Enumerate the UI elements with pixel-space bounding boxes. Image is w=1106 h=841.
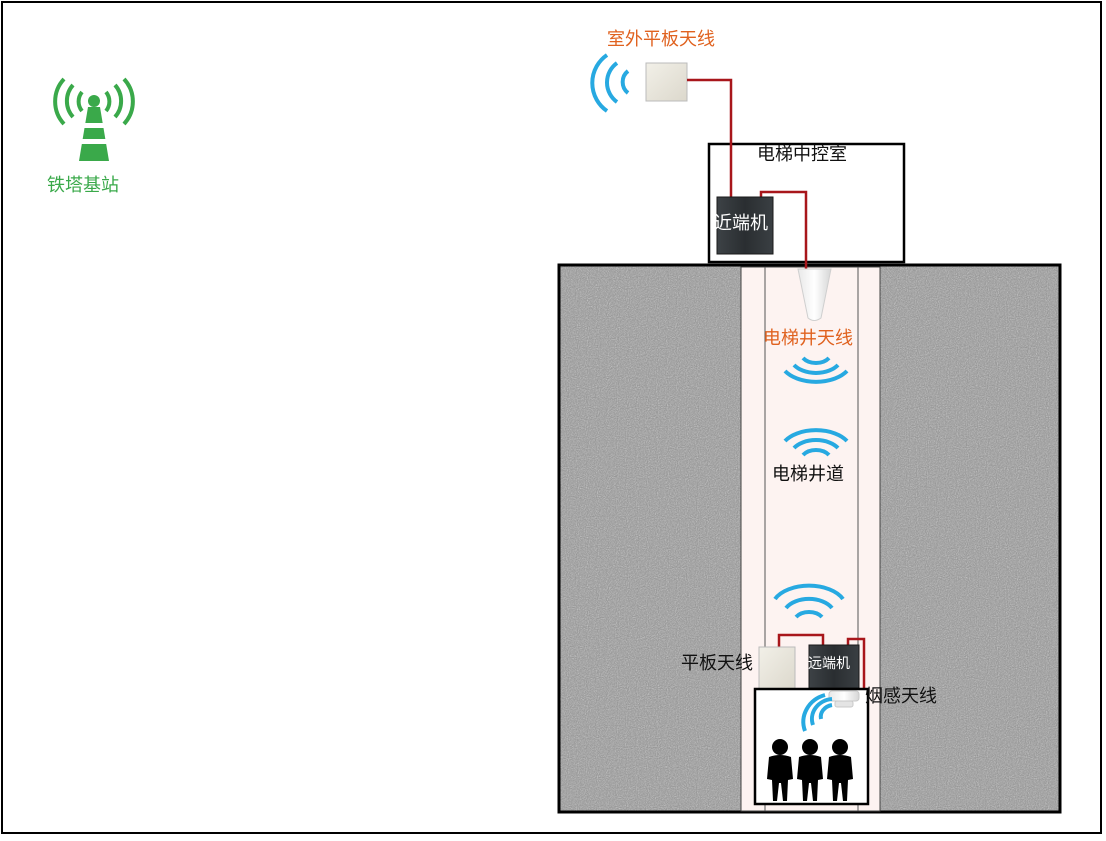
cell-tower-icon (53, 77, 135, 161)
control-room-label: 电梯中控室 (757, 144, 847, 165)
person-icon (767, 739, 793, 801)
near-end-unit (716, 196, 774, 255)
outdoor-signal-waves (590, 53, 630, 113)
shaft-signal-waves-middle (783, 428, 849, 457)
shaft-antenna-icon (797, 268, 832, 321)
person-icon (827, 739, 853, 801)
passengers (767, 739, 853, 801)
person-icon (797, 739, 823, 801)
smoke-antenna-signal-waves (801, 693, 833, 732)
remote-unit-label: 远端机 (808, 656, 850, 672)
remote-unit (808, 644, 860, 689)
smoke-antenna-label: 烟感天线 (865, 686, 937, 707)
car-panel-antenna-icon (758, 646, 796, 690)
shaft-antenna-label: 电梯井天线 (763, 328, 853, 349)
shaft-signal-waves-top (783, 356, 849, 384)
near-unit-label: 近端机 (714, 213, 768, 234)
car-signal-waves (773, 583, 845, 619)
panel-antenna-icon (645, 62, 688, 102)
diagram-canvas (53, 53, 1062, 814)
tower-label: 铁塔基站 (47, 175, 119, 196)
shaft-label: 电梯井道 (772, 464, 844, 485)
outdoor-antenna-label: 室外平板天线 (607, 29, 715, 50)
panel-antenna-label: 平板天线 (681, 653, 753, 674)
smoke-detector-icon (828, 690, 860, 708)
